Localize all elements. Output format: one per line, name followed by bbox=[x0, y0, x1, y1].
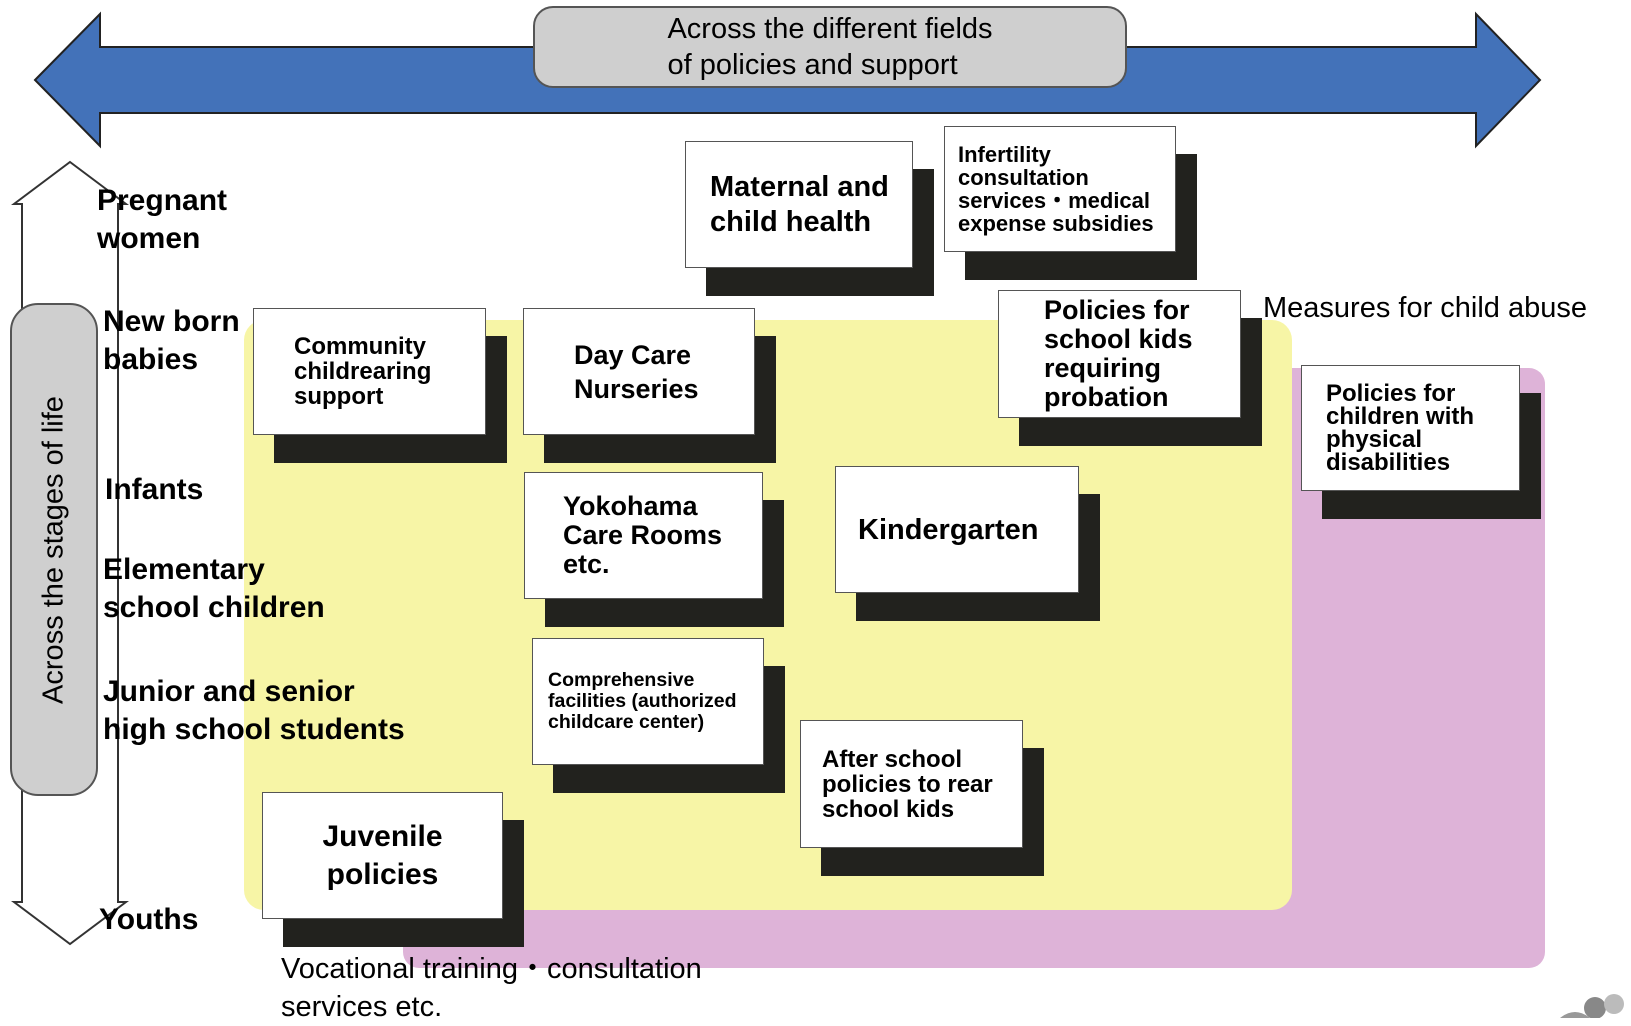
stage-youths-line-1: Youths bbox=[99, 903, 199, 936]
community-line-3: support bbox=[294, 383, 384, 410]
maternal-child-health-box: Maternal and child health bbox=[685, 141, 913, 268]
probation-line-4: probation bbox=[1044, 382, 1169, 412]
stage-pregnant-women: Pregnant women bbox=[97, 182, 227, 258]
probation-line-2: school kids bbox=[1044, 324, 1193, 354]
comprehensive-line-3: childcare center) bbox=[548, 711, 705, 733]
stage-elementary-school-children: Elementary school children bbox=[103, 551, 325, 627]
stage-youths: Youths bbox=[99, 901, 198, 939]
people-illustration bbox=[1560, 994, 1624, 1018]
yokohama-line-3: etc. bbox=[563, 549, 610, 579]
yokohama-care-rooms-box: Yokohama Care Rooms etc. bbox=[524, 472, 763, 599]
stage-junior-senior-high-students: Junior and senior high school students bbox=[103, 673, 405, 749]
community-line-1: Community bbox=[294, 333, 426, 360]
daycare-line-2: Nurseries bbox=[574, 373, 699, 404]
stage-pregnant-line-2: women bbox=[97, 222, 201, 255]
child-abuse-text: Measures for child abuse bbox=[1263, 292, 1587, 324]
juvenile-line-2: policies bbox=[326, 857, 439, 891]
kindergarten-box: Kindergarten bbox=[835, 466, 1079, 593]
probation-line-1: Policies for bbox=[1044, 295, 1190, 325]
afterschool-line-2: policies to rear bbox=[822, 770, 993, 798]
vertical-axis-label: Across the stages of life bbox=[10, 303, 98, 796]
stage-elementary-line-2: school children bbox=[103, 591, 325, 624]
community-line-2: childrearing bbox=[294, 358, 432, 385]
comprehensive-line-2: facilities (authorized bbox=[548, 690, 737, 712]
disabilities-line-4: disabilities bbox=[1326, 449, 1451, 476]
child-abuse-measures-label: Measures for child abuse bbox=[1263, 289, 1587, 327]
kindergarten-line-1: Kindergarten bbox=[858, 513, 1039, 546]
stage-pregnant-line-1: Pregnant bbox=[97, 184, 228, 217]
infertility-line-4: expense subsidies bbox=[958, 211, 1154, 236]
vocational-line-1: Vocational training・consultation bbox=[281, 953, 702, 985]
infertility-services-box: Infertility consultation services・medica… bbox=[944, 126, 1176, 252]
vocational-line-2: services etc. bbox=[281, 991, 443, 1023]
probation-line-3: requiring bbox=[1044, 353, 1162, 383]
vocational-training-label: Vocational training・consultation service… bbox=[281, 950, 702, 1026]
after-school-policies-box: After school policies to rear school kid… bbox=[800, 720, 1023, 848]
stage-junior-line-1: Junior and senior bbox=[103, 675, 355, 708]
daycare-line-1: Day Care bbox=[574, 339, 692, 370]
comprehensive-line-1: Comprehensive bbox=[548, 669, 695, 691]
stage-infants-line-1: Infants bbox=[105, 473, 204, 506]
horizontal-axis-label-line-1: Across the different fields bbox=[667, 13, 993, 45]
juvenile-line-1: Juvenile bbox=[322, 819, 443, 853]
stage-elementary-line-1: Elementary bbox=[103, 553, 265, 586]
stage-newborn-line-2: babies bbox=[103, 343, 199, 376]
stage-new-born-babies: New born babies bbox=[103, 303, 240, 379]
infertility-line-3: services・medical bbox=[958, 188, 1151, 213]
stage-infants: Infants bbox=[105, 471, 203, 509]
horizontal-axis-label-line-2: of policies and support bbox=[667, 49, 958, 81]
disabilities-line-3: physical bbox=[1326, 426, 1423, 453]
infertility-line-2: consultation bbox=[958, 165, 1089, 190]
community-childrearing-box: Community childrearing support bbox=[253, 308, 486, 435]
disabilities-line-1: Policies for bbox=[1326, 380, 1456, 407]
afterschool-line-3: school kids bbox=[822, 795, 955, 823]
maternal-line-1: Maternal and bbox=[710, 170, 889, 203]
probation-policies-box: Policies for school kids requiring proba… bbox=[998, 290, 1241, 418]
day-care-nurseries-box: Day Care Nurseries bbox=[523, 308, 755, 435]
yokohama-line-1: Yokohama bbox=[563, 491, 698, 521]
stage-newborn-line-1: New born bbox=[103, 305, 240, 338]
physical-disabilities-box: Policies for children with physical disa… bbox=[1301, 365, 1520, 491]
maternal-line-2: child health bbox=[710, 205, 872, 238]
comprehensive-facilities-box: Comprehensive facilities (authorized chi… bbox=[532, 638, 764, 765]
disabilities-line-2: children with bbox=[1326, 403, 1475, 430]
yokohama-line-2: Care Rooms bbox=[563, 520, 723, 550]
vertical-axis-label-text: Across the stages of life bbox=[37, 395, 70, 704]
afterschool-line-1: After school bbox=[822, 745, 963, 773]
horizontal-axis-label: Across the different fields of policies … bbox=[533, 6, 1127, 88]
stage-junior-line-2: high school students bbox=[103, 713, 405, 746]
infertility-line-1: Infertility bbox=[958, 142, 1051, 167]
juvenile-policies-box: Juvenile policies bbox=[262, 792, 503, 919]
